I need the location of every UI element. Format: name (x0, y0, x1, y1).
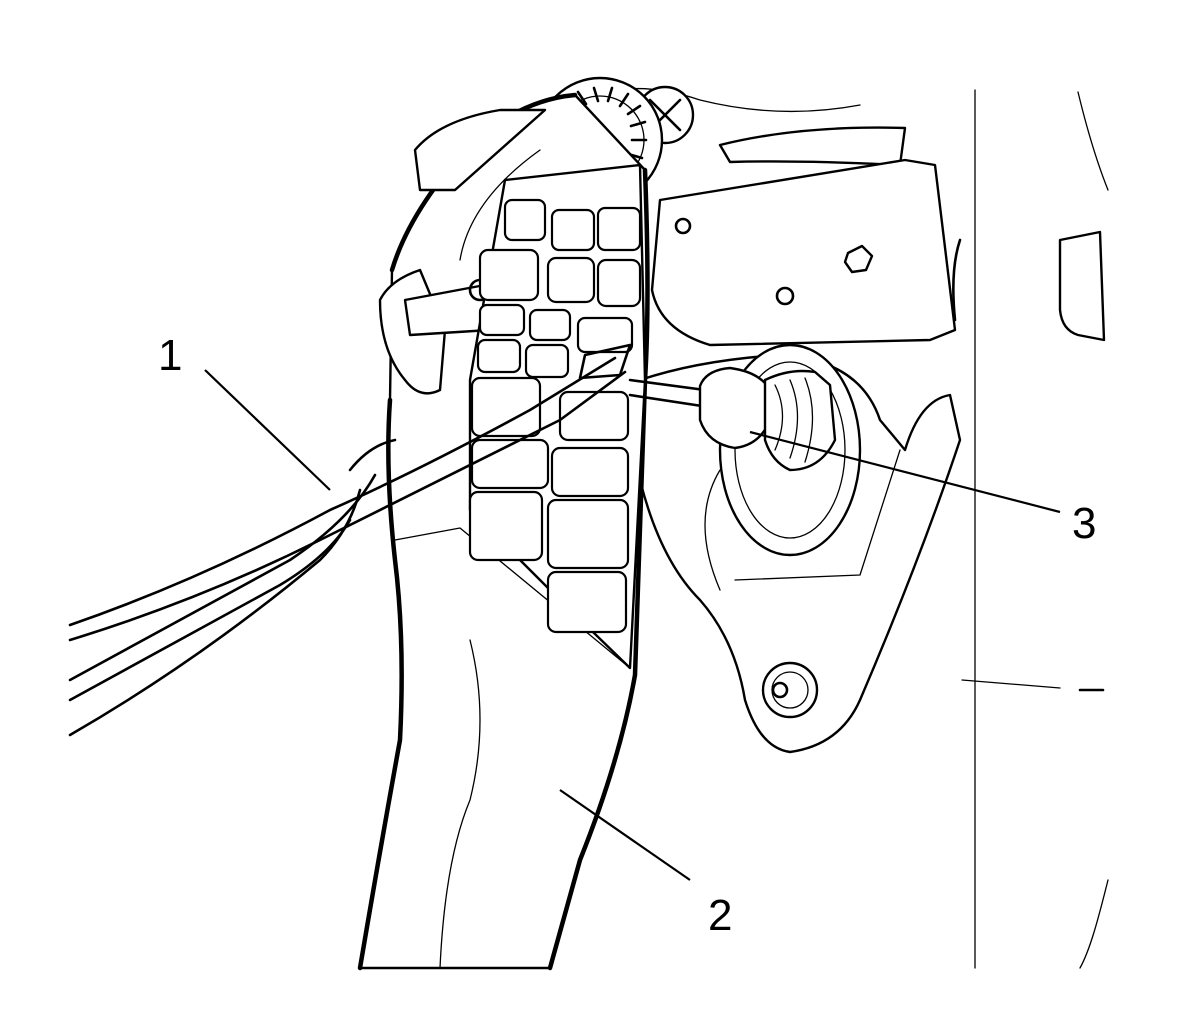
callout-2: 2 (708, 891, 732, 940)
push-rod (628, 366, 837, 472)
pedal-grid (468, 163, 647, 670)
leader-line-3 (749, 430, 1061, 514)
callout-3: 3 (1072, 499, 1096, 548)
leader-line-2 (559, 789, 691, 881)
leader-line-1 (204, 369, 331, 491)
callout-1: 1 (158, 331, 182, 380)
mounting-bracket (952, 89, 1109, 969)
pliers-tool (68, 356, 627, 737)
